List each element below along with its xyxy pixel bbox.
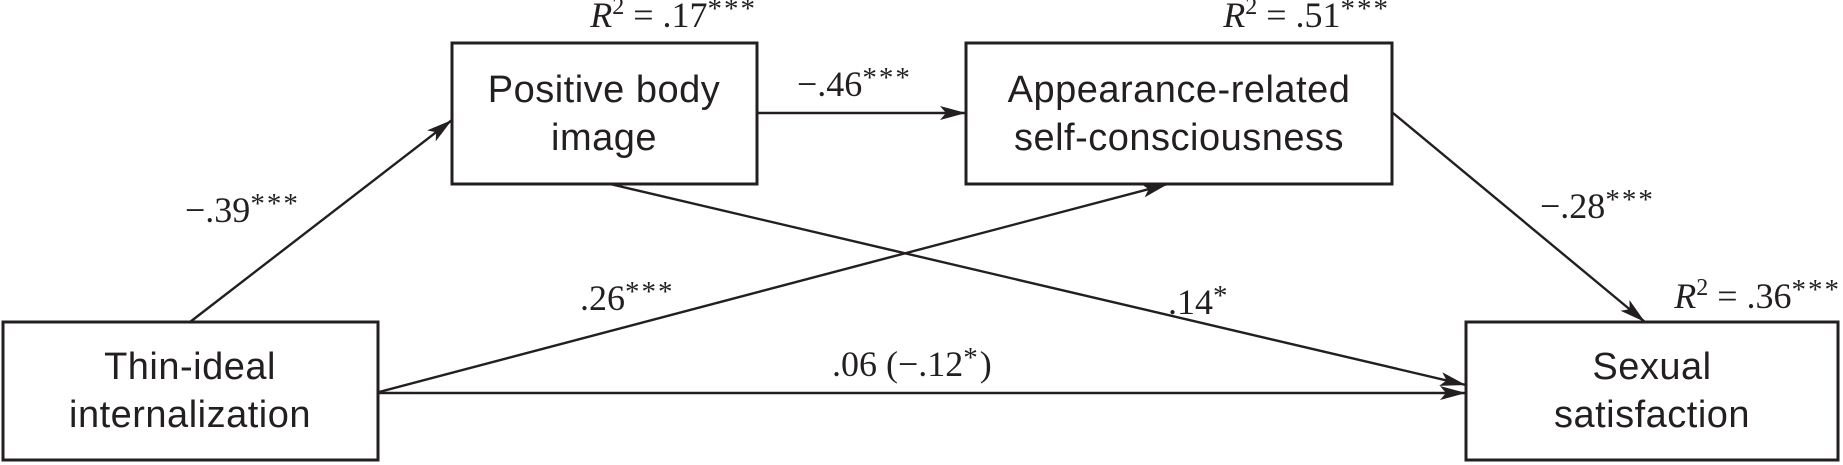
path-thin-to-self-consciousness [378,182,1169,394]
self-consciousness-label-line2: self-consciousness [1014,117,1344,159]
sexual-satisfaction-label-line2: satisfaction [1554,394,1750,436]
coef-positive-body-image-to-sexual-satisfaction: .14* [1168,280,1230,322]
thin-ideal-label-line2: internalization [69,394,311,436]
coef-stars: *** [625,276,675,308]
coef-thin-to-positive-body-image: −.39*** [185,188,300,230]
r2-exponent: 2 [1245,0,1257,20]
coef-self-consciousness-to-sexual-satisfaction: −.28*** [1540,184,1655,226]
self-consciousness-label-line1: Appearance-related [1008,69,1351,111]
node-thin-ideal-internalization [1,320,380,462]
r2-symbol: R [1222,0,1245,35]
r2-value: = .51 [1257,0,1340,35]
coef-value: −.28 [1540,186,1605,226]
coef-positive-body-image-to-self-consciousness: −.46*** [797,62,912,104]
path-positive-body-image-to-sexual-satisfaction [609,182,1467,387]
r2-value: = .17 [624,0,707,35]
thin-ideal-label-line1: Thin-ideal [104,346,276,388]
coef-star: * [963,342,980,374]
r2-significance-stars: *** [1792,274,1842,306]
r2-value: = .36 [1708,276,1791,316]
path-self-consciousness-to-sexual-satisfaction [1392,112,1646,323]
coef-value: −.46 [797,64,862,104]
r2-significance-stars: *** [1341,0,1391,25]
coef-stars: *** [250,188,300,220]
node-appearance-related-self-consciousness [964,41,1394,186]
r2-self-consciousness: R2 = .51*** [1222,0,1390,35]
r2-exponent: 2 [612,0,624,20]
node-positive-body-image [450,41,759,186]
r2-symbol: R [1673,276,1696,316]
coef-stars: *** [1605,184,1655,216]
coef-value: .06 (−.12 [832,344,963,384]
positive-body-image-label-line1: Positive body [488,69,721,111]
coef-stars: *** [862,62,912,94]
coef-value: .26 [580,278,625,318]
node-sexual-satisfaction [1464,320,1840,462]
r2-significance-stars: *** [708,0,758,25]
coef-stars: * [1213,280,1230,312]
path-thin-to-positive-body-image [189,119,453,323]
r2-positive-body-image: R2 = .17*** [589,0,757,35]
positive-body-image-label-line2: image [551,117,657,159]
coef-thin-to-sexual-satisfaction-direct: .06 (−.12*) [832,342,992,384]
coef-value: −.39 [185,190,250,230]
r2-sexual-satisfaction: R2 = .36*** [1673,274,1841,316]
coef-value: .14 [1168,282,1213,322]
coef-close-paren: ) [980,344,992,384]
sexual-satisfaction-label-line1: Sexual [1592,346,1711,388]
r2-symbol: R [589,0,612,35]
coef-thin-to-self-consciousness: .26*** [580,276,675,318]
r2-exponent: 2 [1696,275,1708,301]
